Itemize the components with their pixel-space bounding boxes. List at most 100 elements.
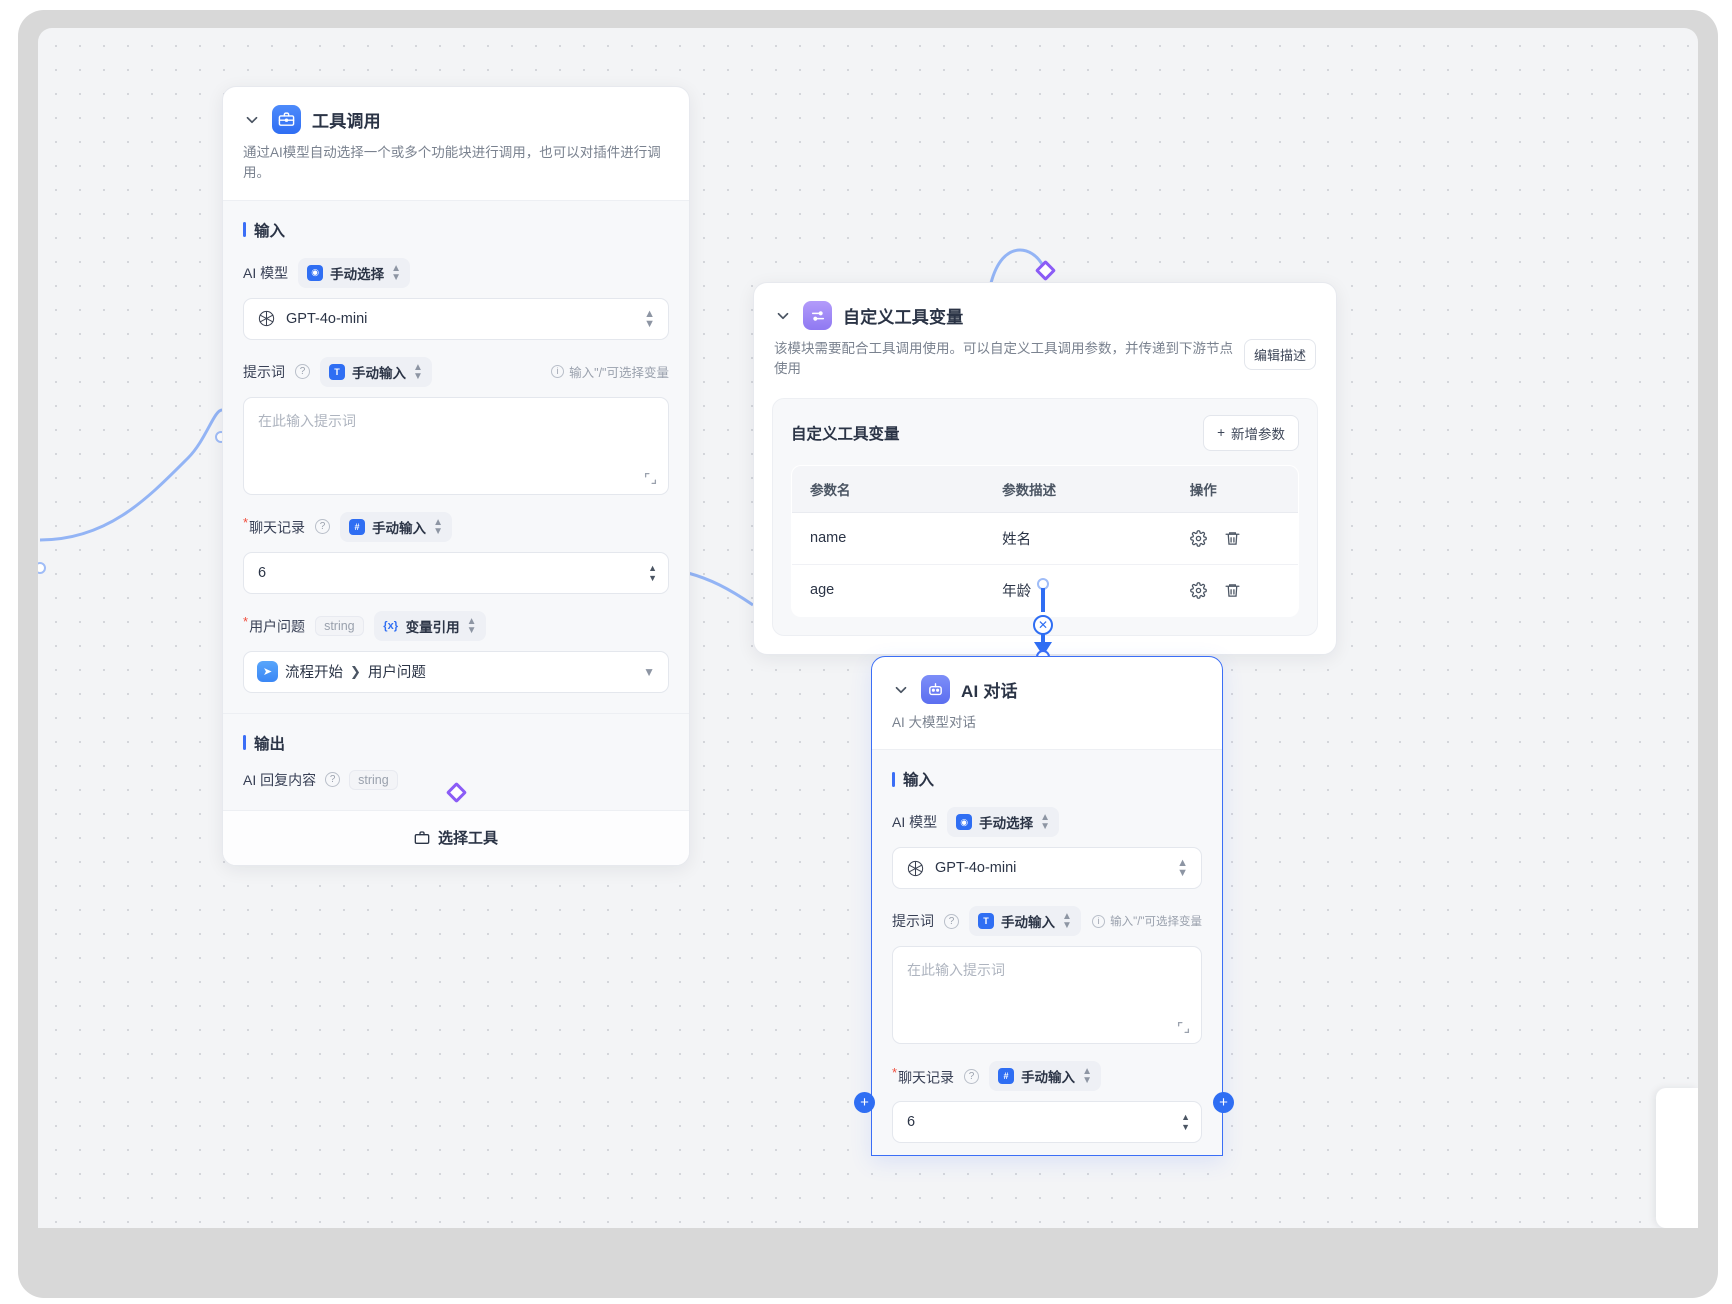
stepper-up-icon: ▲ — [648, 562, 657, 573]
col-param-name: 参数名 — [792, 465, 985, 513]
tool-variables-panel: 自定义工具变量 + 新增参数 参数名 参数描述 操作 — [772, 397, 1318, 636]
text-mini-icon: T — [329, 363, 345, 380]
tool-variables-header: 自定义工具变量 该模块需要配合工具调用使用。可以自定义工具调用参数，并传递到下游… — [754, 283, 1336, 396]
edit-description-button[interactable]: 编辑描述 — [1243, 339, 1316, 370]
panel-title: 自定义工具变量 — [791, 425, 900, 443]
table-row[interactable]: age 年龄 — [792, 564, 1298, 616]
edge-curve-top-right — [989, 248, 1045, 284]
chat-history-label: 聊天记录 — [243, 515, 305, 538]
ai-model-select[interactable]: GPT-4o-mini ▲▼ — [892, 847, 1202, 890]
info-icon: i — [551, 365, 565, 378]
chevron-right-icon: ❯ — [350, 663, 361, 679]
output-type: string — [349, 769, 398, 790]
chevron-down-icon[interactable] — [892, 681, 910, 699]
node-title: AI 对话 — [961, 682, 1018, 701]
ai-model-label: AI 模型 — [892, 814, 938, 831]
user-question-label: 用户问题 — [243, 614, 305, 637]
prompt-textarea[interactable]: 在此输入提示词 — [243, 396, 669, 495]
edge-delete-button[interactable]: ✕ — [1033, 615, 1053, 635]
chat-history-mode-select[interactable]: # 手动输入 ▲▼ — [340, 511, 452, 542]
node-tool-call[interactable]: 工具调用 通过AI模型自动选择一个或多个功能块进行调用，也可以对插件进行调用。 … — [222, 86, 690, 866]
node-description: AI 大模型对话 — [892, 715, 977, 730]
field-user-question: 用户问题 string {x} 变量引用 ▲▼ ➤ 流程开始 ❯ — [243, 610, 669, 693]
user-question-mode-select[interactable]: {x} 变量引用 ▲▼ — [373, 610, 486, 641]
node-title: 工具调用 — [312, 112, 381, 131]
chevron-updown-icon: ▲▼ — [1040, 812, 1051, 833]
chevron-updown-icon: ▲▼ — [391, 262, 402, 283]
chat-history-value: 6 — [258, 564, 267, 581]
prompt-mode-select[interactable]: T 手动输入 ▲▼ — [320, 356, 432, 387]
stepper-down-icon: ▼ — [648, 572, 657, 583]
field-chat-history: 聊天记录 ? # 手动输入 ▲▼ 6 ▲▼ — [243, 511, 669, 594]
chat-history-label: 聊天记录 — [892, 1065, 954, 1088]
ai-model-mode-select[interactable]: ◉ 手动选择 ▲▼ — [947, 807, 1060, 838]
add-parameter-button[interactable]: + 新增参数 — [1203, 414, 1299, 451]
trash-icon[interactable] — [1224, 530, 1241, 547]
node-title: 自定义工具变量 — [843, 308, 964, 327]
ai-chat-left-add-handle[interactable]: + — [854, 1092, 875, 1113]
chevron-down-icon[interactable] — [774, 307, 792, 325]
select-tool-button[interactable]: 选择工具 — [223, 809, 689, 865]
tool-call-input-section: 输入 AI 模型 ◉ 手动选择 ▲▼ GPT-4o-mini — [223, 199, 689, 713]
chevron-updown-icon: ▲▼ — [1177, 857, 1188, 880]
workflow-canvas[interactable]: 工具调用 通过AI模型自动选择一个或多个功能块进行调用，也可以对插件进行调用。 … — [38, 28, 1698, 1228]
table-row[interactable]: name 姓名 — [792, 512, 1298, 565]
robot-mini-icon: ◉ — [956, 814, 973, 831]
openai-icon — [258, 310, 275, 327]
field-chat-history: 聊天记录 ? # 手动输入 ▲▼ 6 ▲▼ — [892, 1061, 1202, 1144]
stepper-down-icon: ▼ — [1181, 1122, 1190, 1133]
help-icon[interactable]: ? — [325, 772, 341, 787]
openai-icon — [907, 860, 924, 876]
ai-model-mode-select[interactable]: ◉ 手动选择 ▲▼ — [298, 257, 411, 288]
ai-model-label: AI 模型 — [243, 264, 289, 281]
field-prompt: 提示词 ? T 手动输入 ▲▼ i 输入"/"可选择变量 在此输 — [243, 356, 669, 495]
parameters-table: 参数名 参数描述 操作 name 姓名 — [791, 464, 1299, 617]
help-icon[interactable]: ? — [944, 913, 959, 929]
variable-reference: ➤ 流程开始 ❯ 用户问题 — [257, 661, 426, 682]
stepper-arrows[interactable]: ▲▼ — [1181, 1112, 1190, 1133]
ai-chat-right-add-handle[interactable]: + — [1213, 1092, 1234, 1113]
chat-history-stepper[interactable]: 6 ▲▼ — [892, 1101, 1202, 1144]
node-tool-variables[interactable]: 自定义工具变量 该模块需要配合工具调用使用。可以自定义工具调用参数，并传递到下游… — [753, 282, 1337, 655]
prompt-label: 提示词 — [243, 363, 285, 380]
right-side-panel[interactable] — [1656, 1088, 1698, 1228]
prompt-hint: i 输入"/"可选择变量 — [551, 362, 669, 381]
trash-icon[interactable] — [1224, 582, 1241, 599]
expand-icon[interactable] — [644, 472, 657, 485]
chevron-down-icon[interactable] — [243, 111, 261, 129]
gear-icon[interactable] — [1189, 581, 1207, 599]
ai-chat-header: AI 对话 AI 大模型对话 — [872, 657, 1222, 749]
info-icon: i — [1092, 914, 1106, 928]
chevron-updown-icon: ▲▼ — [1082, 1066, 1092, 1087]
ai-chat-input-section: 输入 AI 模型 ◉ 手动选择 ▲▼ GPT-4o-mini — [872, 749, 1222, 1155]
prompt-textarea[interactable]: 在此输入提示词 — [892, 946, 1202, 1045]
tool-variables-bottom-handle[interactable] — [1037, 578, 1049, 590]
prompt-placeholder: 在此输入提示词 — [258, 412, 356, 429]
tool-call-header: 工具调用 通过AI模型自动选择一个或多个功能块进行调用，也可以对插件进行调用。 — [223, 87, 689, 200]
prompt-label: 提示词 — [892, 913, 934, 930]
node-description: 通过AI模型自动选择一个或多个功能块进行调用，也可以对插件进行调用。 — [243, 145, 661, 181]
param-name: age — [810, 582, 835, 598]
field-ai-model: AI 模型 ◉ 手动选择 ▲▼ GPT-4o-mini ▲▼ — [243, 257, 669, 340]
flow-start-icon: ➤ — [257, 661, 278, 682]
help-icon[interactable]: ? — [295, 364, 310, 379]
chevron-updown-icon: ▲▼ — [644, 307, 655, 330]
help-icon[interactable]: ? — [315, 519, 331, 534]
chat-history-stepper[interactable]: 6 ▲▼ — [243, 551, 669, 594]
expand-icon[interactable] — [1177, 1021, 1190, 1034]
ai-model-select[interactable]: GPT-4o-mini ▲▼ — [243, 297, 669, 340]
section-accent-bar — [243, 222, 246, 237]
canvas-start-handle[interactable] — [38, 562, 46, 574]
gear-icon[interactable] — [1189, 529, 1207, 547]
robot-icon — [921, 675, 950, 704]
chat-history-mode-select[interactable]: # 手动输入 ▲▼ — [989, 1061, 1101, 1092]
stepper-up-icon: ▲ — [1181, 1112, 1190, 1123]
help-icon[interactable]: ? — [964, 1068, 980, 1084]
chevron-updown-icon: ▲▼ — [1062, 911, 1072, 932]
user-question-variable-select[interactable]: ➤ 流程开始 ❯ 用户问题 ▼ — [243, 650, 669, 693]
node-ai-chat[interactable]: AI 对话 AI 大模型对话 输入 AI 模型 ◉ 手动选择 ▲▼ — [871, 656, 1223, 1156]
chat-history-value: 6 — [907, 1114, 916, 1131]
prompt-mode-select[interactable]: T 手动输入 ▲▼ — [969, 906, 1081, 937]
stepper-arrows[interactable]: ▲▼ — [648, 562, 657, 583]
